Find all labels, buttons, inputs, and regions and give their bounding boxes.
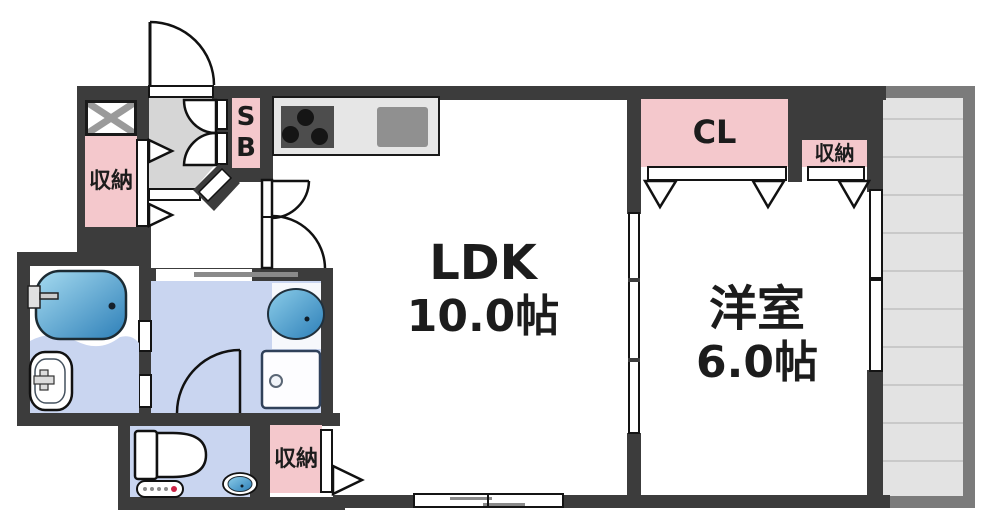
- wall-right-upper: [867, 98, 883, 192]
- toilet-icon: [155, 431, 208, 479]
- storage-bedroom-label: 収納: [814, 141, 855, 165]
- bathroom-door-panel-upper: [138, 320, 152, 352]
- pipe-space-x-icon: [88, 103, 134, 133]
- washroom-sliding-door-panel: [194, 272, 298, 277]
- remote-dot-red: [171, 486, 177, 492]
- washbasin-drain-dot: [304, 316, 310, 322]
- bedroom-storage-fold-triangle: [836, 179, 872, 210]
- ldk-room-label: LDK 10.0帖: [383, 238, 583, 341]
- shoe-box-block: [232, 98, 260, 168]
- ldk-window-center-stile: [487, 494, 489, 507]
- bathtub-faucet-spout: [39, 292, 59, 300]
- closet-fold-triangle-2: [750, 179, 787, 210]
- ldk-door-frame: [260, 178, 274, 270]
- storage-bedroom-block: [802, 140, 867, 167]
- vanity-handle-horizontal: [33, 375, 55, 385]
- entrance-door-slab: [148, 85, 214, 98]
- balcony-frame-right: [963, 86, 975, 508]
- storage-toilet-label: 収納: [273, 447, 318, 472]
- pipe-space-box: [85, 100, 137, 136]
- western-room-size: 6.0帖: [696, 337, 818, 389]
- wall-right-lower: [867, 370, 883, 508]
- wall-bath-left: [17, 252, 30, 426]
- toilet-storage-fold-triangle: [331, 464, 365, 496]
- genkan-double-door-lower: [182, 131, 218, 167]
- closet-label: CL: [692, 113, 737, 151]
- genkan-double-door-upper: [182, 98, 218, 135]
- kitchen-sink-icon: [377, 107, 428, 147]
- entrance-storage-fold-triangle-2: [147, 202, 175, 228]
- wall-bath-bottom: [17, 413, 340, 426]
- remote-dot-2: [150, 487, 154, 491]
- storage-bedroom-door-track: [807, 166, 865, 181]
- storage-toilet-door-track: [320, 429, 333, 493]
- partition-divider-2: [628, 358, 640, 362]
- ldk-size: 10.0帖: [406, 291, 560, 343]
- wall-top-left: [77, 86, 149, 100]
- washroom-door-swing-arc: [175, 348, 241, 414]
- wall-toilet-left: [118, 413, 130, 510]
- closet-block: [641, 99, 788, 167]
- washing-machine-drain: [269, 374, 283, 388]
- ldk-name: LDK: [429, 235, 537, 291]
- genkan-diagonal-step: [197, 167, 233, 203]
- western-room-label: 洋室 6.0帖: [657, 284, 857, 387]
- closet-door-track: [647, 166, 787, 181]
- wall-above-bedroom-storage: [802, 98, 870, 140]
- storage-entrance-block: [85, 136, 137, 227]
- washbasin-icon: [267, 288, 325, 340]
- remote-dot-3: [157, 487, 161, 491]
- wall-bath-top: [17, 252, 150, 266]
- ldk-window-rail-left: [450, 497, 492, 500]
- shoe-box-label: S B: [232, 102, 260, 164]
- stove-burner-3: [311, 128, 328, 145]
- toilet-tank: [133, 429, 159, 481]
- wall-cl-storage-divider: [788, 98, 802, 182]
- wall-partition-bottom: [627, 433, 641, 508]
- stove-burner-2: [282, 126, 299, 143]
- bathtub-faucet-body: [27, 285, 41, 309]
- western-room-name: 洋室: [708, 281, 805, 337]
- remote-dot-4: [164, 487, 168, 491]
- mini-sink-bowl: [227, 476, 253, 492]
- wall-toilet-bottom: [118, 497, 345, 510]
- storage-toilet-block: [270, 425, 322, 493]
- remote-dot-1: [143, 487, 147, 491]
- shoe-box-label-s: S: [236, 102, 256, 132]
- entrance-door-swing-arc: [149, 20, 216, 86]
- shoe-box-label-b: B: [236, 133, 256, 164]
- storage-entrance-door-track: [136, 139, 149, 227]
- bathtub-drain-dot: [108, 302, 116, 310]
- partition-sliding-panel: [628, 212, 640, 434]
- entrance-storage-fold-triangle-1: [147, 138, 175, 164]
- wall-right-of-sb: [260, 98, 273, 182]
- stove-burner-1: [297, 109, 314, 126]
- balcony-frame-bottom: [880, 496, 975, 508]
- mini-sink-drain: [240, 484, 244, 488]
- balcony-floor: [880, 95, 963, 498]
- wall-right-of-xbox: [137, 98, 149, 142]
- balcony-frame-top: [875, 86, 975, 98]
- ldk-door-swing-large: [271, 214, 327, 269]
- washing-machine-pan-icon: [260, 349, 322, 410]
- bedroom-balcony-window-divider: [869, 277, 883, 281]
- closet-fold-triangle-1: [642, 179, 679, 210]
- storage-entrance-label: 収納: [88, 169, 133, 194]
- wall-partition-top: [627, 100, 641, 214]
- partition-divider-1: [628, 278, 640, 282]
- ldk-window-rail-right: [483, 503, 525, 506]
- ldk-door-swing-small: [271, 180, 311, 220]
